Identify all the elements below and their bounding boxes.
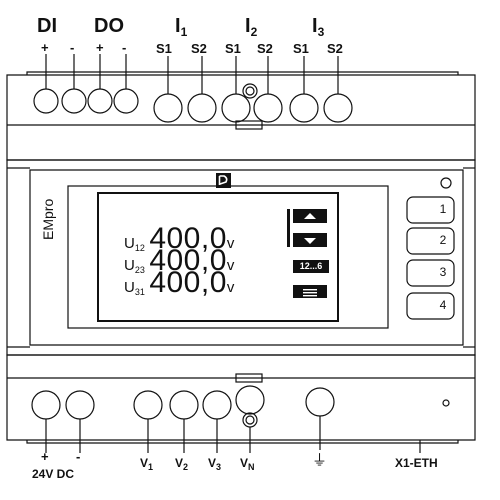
- range-indicator[interactable]: 12...6: [293, 260, 329, 273]
- v2-label: V2: [175, 456, 189, 472]
- front-bezel: [29, 169, 464, 346]
- supply-minus-screw[interactable]: [65, 390, 95, 420]
- key-1[interactable]: [406, 196, 455, 224]
- do-plus-screw[interactable]: [87, 88, 113, 114]
- i2-s2-label: S2: [257, 41, 273, 56]
- top-seal-ring-inner: [245, 86, 255, 96]
- v3-label: V3: [208, 456, 222, 472]
- i1-s2-screw[interactable]: [187, 93, 217, 123]
- i3-label: I3: [312, 15, 325, 39]
- i2-s2-screw[interactable]: [253, 93, 283, 123]
- v2-screw[interactable]: [169, 390, 199, 420]
- i1-label: I1: [175, 15, 188, 39]
- i2-s1-label: S1: [225, 41, 241, 56]
- i3-s1-label: S1: [293, 41, 309, 56]
- key-1-label: 1: [439, 202, 447, 216]
- do-minus-label: -: [122, 40, 127, 55]
- key-4-label: 4: [439, 298, 447, 312]
- display-row-u12: U12 400,0v: [124, 222, 235, 255]
- do-minus-screw[interactable]: [113, 88, 139, 114]
- bottom-terminal-ridge: [26, 440, 459, 444]
- display-row-u23: U23 400,0v: [124, 244, 235, 277]
- ethernet-port-indicator: [442, 399, 450, 407]
- di-minus-screw[interactable]: [61, 88, 87, 114]
- supply-plus-label: +: [41, 449, 49, 464]
- lcd-screen: [97, 192, 339, 322]
- i1-s2-label: S2: [191, 41, 207, 56]
- display-scroll-bar: [287, 209, 290, 247]
- key-4[interactable]: [406, 292, 455, 320]
- i2-s1-screw[interactable]: [221, 93, 251, 123]
- v3-screw[interactable]: [202, 390, 232, 420]
- v1-screw[interactable]: [133, 390, 163, 420]
- device-body: [6, 159, 476, 356]
- i3-s2-screw[interactable]: [323, 93, 353, 123]
- bottom-seal-ring-inner: [245, 415, 255, 425]
- do-plus-label: +: [96, 40, 104, 55]
- top-seal-ring: [242, 83, 258, 99]
- i2-label: I2: [245, 15, 258, 39]
- di-label: DI: [37, 15, 57, 37]
- supply-plus-screw[interactable]: [31, 390, 61, 420]
- v1-label: V1: [140, 456, 154, 472]
- top-latch: [235, 120, 263, 130]
- i1-s1-label: S1: [156, 41, 172, 56]
- i3-s1-screw[interactable]: [289, 93, 319, 123]
- key-3[interactable]: [406, 259, 455, 287]
- status-led: [440, 177, 452, 189]
- ethernet-label: X1-ETH: [395, 456, 438, 470]
- di-minus-label: -: [70, 40, 75, 55]
- key-3-label: 3: [439, 265, 447, 279]
- vn-label: VN: [240, 456, 255, 472]
- display-row-u31: U31 400,0v: [124, 266, 235, 299]
- di-plus-label: +: [41, 40, 49, 55]
- top-terminal-block: [6, 74, 476, 161]
- menu-icon[interactable]: [293, 285, 327, 298]
- di-plus-screw[interactable]: [33, 88, 59, 114]
- bottom-latch: [235, 373, 263, 383]
- brand-label: EMpro: [40, 198, 56, 240]
- ground-icon: ⏚: [312, 452, 328, 469]
- supply-minus-label: -: [76, 449, 81, 464]
- vn-screw[interactable]: [235, 385, 265, 415]
- supply-label: 24V DC: [32, 467, 75, 481]
- i1-s1-screw[interactable]: [153, 93, 183, 123]
- bottom-seal-ring: [242, 412, 258, 428]
- ground-screw[interactable]: [305, 387, 335, 417]
- key-2-label: 2: [439, 233, 447, 247]
- key-2[interactable]: [406, 227, 455, 255]
- do-label: DO: [94, 15, 124, 37]
- bottom-terminal-block: [6, 354, 476, 441]
- top-terminal-ridge: [26, 71, 459, 75]
- i3-s2-label: S2: [327, 41, 343, 56]
